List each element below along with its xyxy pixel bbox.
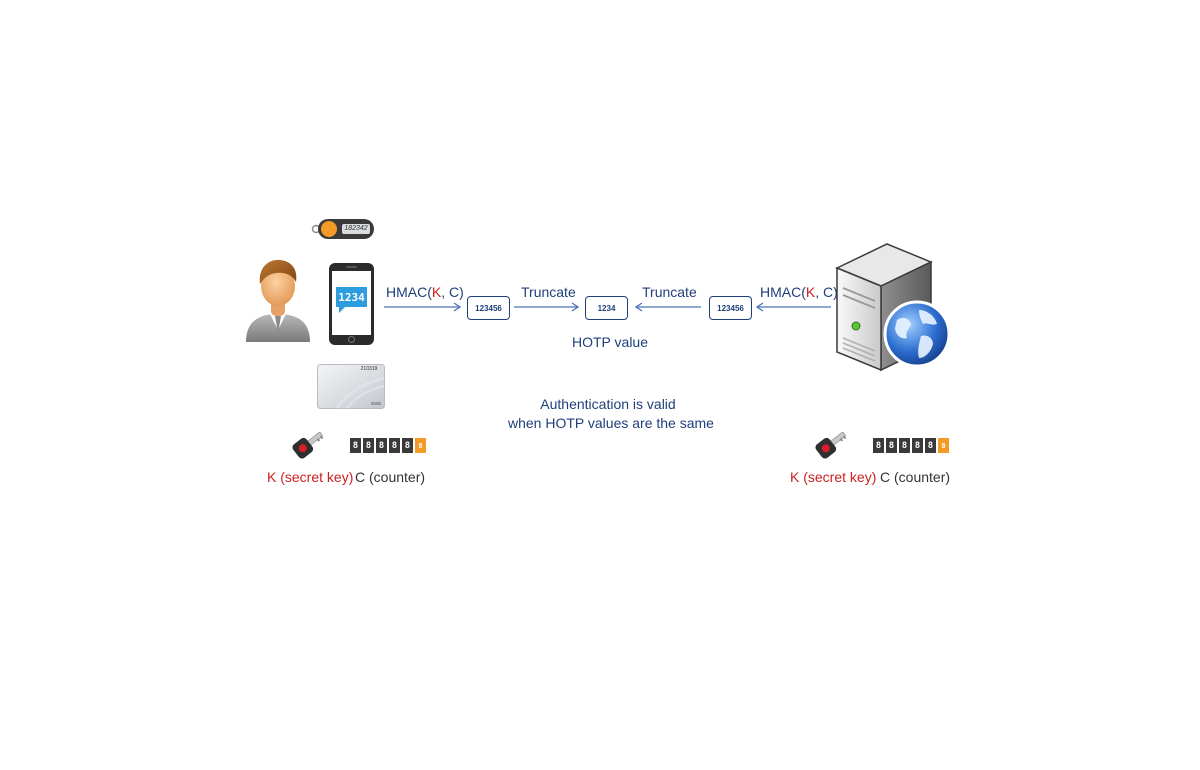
hmac-suffix: , C) <box>441 284 464 300</box>
smartphone-icon <box>329 263 374 345</box>
phone-display: 1234 <box>338 291 365 304</box>
key-icon <box>815 431 847 459</box>
hmac-output-box-right: 123456 <box>709 296 752 320</box>
counter-digit: 8 <box>925 438 936 453</box>
counter-label: C (counter) <box>355 469 426 485</box>
counter-digit: 8 <box>350 438 361 453</box>
user-icon <box>246 259 310 342</box>
counter-digit: 8 <box>389 438 400 453</box>
hotp-value-box: 1234 <box>585 296 628 320</box>
hotp-value-label: HOTP value <box>572 334 648 350</box>
card-number: 210319 <box>360 366 378 372</box>
counter-digit-rolling: 8 <box>415 438 426 453</box>
truncate-label-left: Truncate <box>521 284 576 300</box>
counter-digit: 8 <box>363 438 374 453</box>
hmac-key: K <box>805 284 816 300</box>
counter-label: C (counter) <box>880 469 951 485</box>
token-display: 182342 <box>344 225 368 232</box>
counter-digit: 8 <box>912 438 923 453</box>
hmac-label-left: HMAC(K, C) <box>386 284 464 300</box>
counter-digit: 8 <box>873 438 884 453</box>
truncate-label-right: Truncate <box>642 284 697 300</box>
counter-digit: 8 <box>899 438 910 453</box>
key-icon <box>292 431 324 459</box>
secret-key-label: K (secret key) <box>267 469 354 485</box>
hmac-prefix: HMAC( <box>760 284 806 300</box>
counter-digit: 8 <box>886 438 897 453</box>
server-icon <box>835 243 951 372</box>
counter-display: 8 8 8 8 8 8 <box>350 438 426 453</box>
hmac-output-box-left: 123456 <box>467 296 510 320</box>
hmac-suffix: , C) <box>815 284 838 300</box>
validation-note: Authentication is valid when HOTP values… <box>508 395 714 433</box>
validation-note-line: Authentication is valid <box>540 396 676 412</box>
smart-card-icon <box>317 364 385 409</box>
hmac-label-right: HMAC(K, C) <box>760 284 838 300</box>
counter-digit: 8 <box>402 438 413 453</box>
counter-digit-rolling: 8 <box>938 438 949 453</box>
hardware-token-icon <box>311 219 374 239</box>
secret-key-label: K (secret key) <box>790 469 877 485</box>
counter-digit: 8 <box>376 438 387 453</box>
counter-display: 8 8 8 8 8 8 <box>873 438 949 453</box>
validation-note-line: when HOTP values are the same <box>508 415 714 431</box>
hmac-key: K <box>431 284 442 300</box>
hmac-prefix: HMAC( <box>386 284 432 300</box>
